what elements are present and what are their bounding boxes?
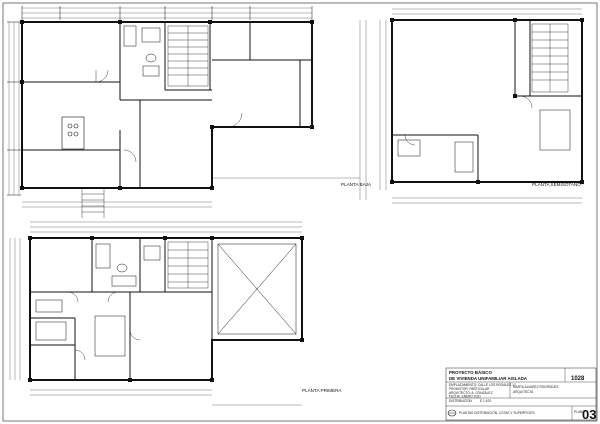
drawing-label: DISTRIBUCIÓN: [449, 398, 473, 403]
ground-floor-doors: [95, 69, 243, 163]
basement-partitions: [392, 20, 582, 182]
project-title-line-1: PROYECTO BÁSICO: [449, 370, 492, 375]
ground-floor-ticks: [7, 6, 313, 196]
info-row-2: PROMOTOR: PARTICULAR: [449, 387, 490, 391]
ground-floor-dimensions: [8, 7, 367, 208]
firm-logo-icon: [447, 409, 457, 417]
drawing-description: PLANTAS DISTRIBUCIÓN, COTAS Y SUPERFICIE…: [459, 410, 535, 415]
first-floor-partitions: [30, 238, 213, 380]
basement-label: PLANTA SEMISÓTANO: [532, 181, 581, 187]
architect-role: ARQUITECTA: [513, 390, 534, 394]
sheet-number: 03: [582, 407, 596, 422]
ground-floor-plan: [7, 6, 367, 218]
basement-stairs: [531, 23, 569, 93]
basement-doors: [404, 95, 533, 146]
first-floor-void: [217, 243, 297, 335]
sheet-prefix: PLANO: [574, 410, 585, 414]
ground-floor-partitions: [22, 22, 312, 188]
architect-name: MARTA ÁLVAREZ RODRÍGUEZ: [513, 385, 559, 389]
kitchen-island: [61, 116, 85, 150]
scale-label: E 1:100: [480, 399, 491, 403]
info-row-3: ARQUITECTO: A. GONZÁLEZ: [449, 391, 493, 395]
project-title-line-2: DE VIVIENDA UNIFAMILIAR AISLADA: [449, 376, 528, 381]
basement-columns: [390, 18, 584, 184]
project-reference: 1028: [571, 376, 585, 382]
basement-dimensions: [379, 8, 582, 204]
info-row-1: EMPLAZAMIENTO: CALLE LOS ROSALES 12: [449, 383, 516, 387]
ground-floor-fixtures: [123, 25, 161, 77]
ground-floor-columns: [20, 20, 314, 190]
first-floor-dimensions: [9, 221, 302, 406]
ground-floor-walls: [21, 21, 313, 189]
first-floor-label: PLANTA PRIMERA: [302, 388, 342, 393]
title-block: PROYECTO BÁSICO DE VIVIENDA UNIFAMILIAR …: [445, 367, 596, 422]
first-floor-fixtures: [35, 243, 161, 357]
first-floor-stairs: [167, 241, 209, 289]
first-floor-columns: [28, 236, 304, 382]
ground-floor-stairs: [167, 25, 209, 87]
info-row-4: FECHA: ENERO 2021: [449, 395, 481, 399]
basement-fixtures: [397, 109, 571, 173]
basement-walls: [391, 19, 583, 183]
first-floor-walls: [29, 237, 303, 381]
ground-floor-label: PLANTA BAJA: [341, 182, 372, 187]
first-floor-plan: [9, 221, 304, 406]
first-floor-doors: [67, 291, 141, 361]
basement-plan: [379, 8, 584, 204]
ground-floor-entry-steps: [81, 188, 105, 218]
